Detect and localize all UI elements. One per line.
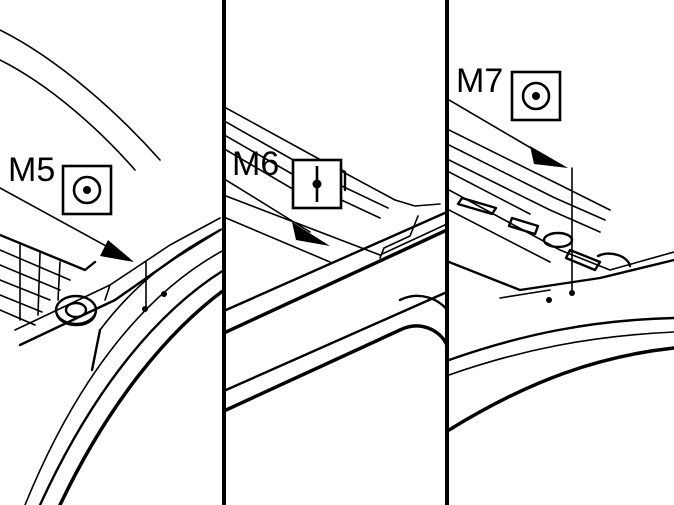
panel-left: M5 [0, 29, 224, 505]
panel-middle-artwork [226, 107, 447, 412]
plug-weld-icon [291, 158, 343, 210]
pointer-arrow-icon [530, 146, 568, 168]
spot-weld-icon [61, 164, 113, 216]
panel-right-artwork [449, 99, 674, 432]
spot-weld-icon [510, 70, 562, 122]
pointer-arrow-icon [292, 222, 330, 246]
panel-left-artwork [0, 29, 224, 505]
panel-right: M7 [449, 62, 674, 432]
panel-label: M6 [232, 145, 279, 183]
panel-middle: M6 [226, 107, 447, 412]
panel-label: M7 [456, 62, 503, 100]
pointer-arrow-icon [100, 240, 134, 262]
panel-label: M5 [8, 151, 55, 189]
